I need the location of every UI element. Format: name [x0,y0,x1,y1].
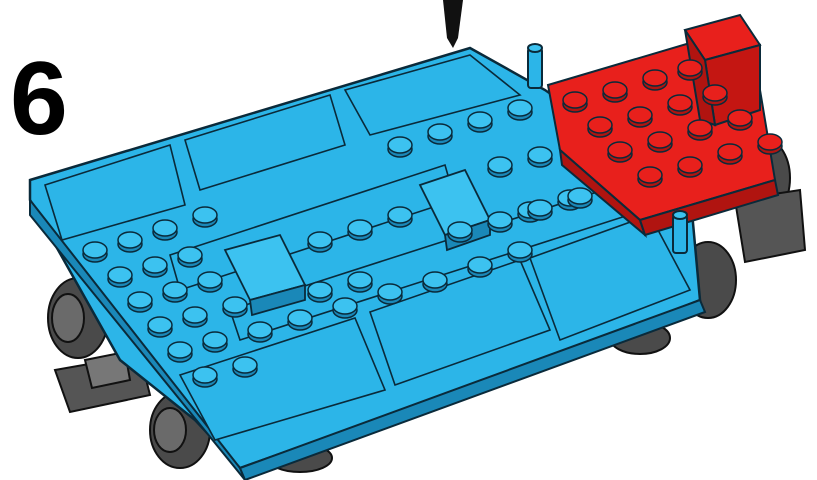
stud [428,124,452,144]
stud [308,232,332,252]
stud [348,272,372,292]
stud [288,310,312,330]
stud [193,207,217,227]
stud [588,117,612,137]
stud [468,112,492,132]
stud [643,70,667,90]
stud [628,107,652,127]
stud [183,307,207,327]
stud [118,232,142,252]
stud [168,342,192,362]
stud [528,200,552,220]
stud [83,242,107,262]
stud [148,317,172,337]
stud [648,132,672,152]
stud [568,188,592,208]
stud [638,167,662,187]
stud [333,298,357,318]
stud [688,120,712,140]
stud [153,220,177,240]
stud [703,85,727,105]
stud [608,142,632,162]
stud [388,207,412,227]
stud [308,282,332,302]
stud [508,242,532,262]
stud [668,95,692,115]
stud [143,257,167,277]
stud [488,212,512,232]
stud [728,110,752,130]
stud [603,82,627,102]
down-arrow [443,0,463,48]
stud [448,222,472,242]
stud [178,247,202,267]
stud [203,332,227,352]
stud [468,257,492,277]
stud [193,367,217,387]
stud [233,357,257,377]
stud [223,297,247,317]
stud [423,272,447,292]
stud [128,292,152,312]
stud [248,322,272,342]
stud [108,267,132,287]
stud [348,220,372,240]
stud [563,92,587,112]
stud [718,144,742,164]
stud [758,134,782,154]
stud [508,100,532,120]
stud [488,157,512,177]
stud [528,147,552,167]
stud [198,272,222,292]
stud [163,282,187,302]
stud [388,137,412,157]
stud [678,157,702,177]
stud [378,284,402,304]
stud [678,60,702,80]
